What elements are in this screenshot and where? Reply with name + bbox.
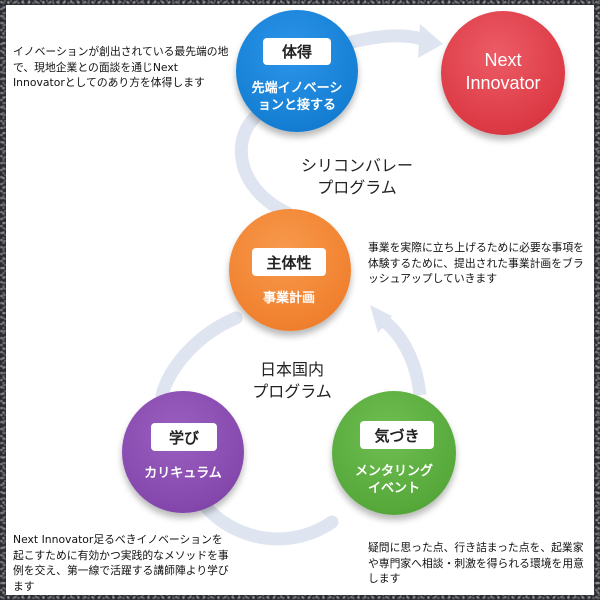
node-taitoku-subtitle: 先端イノベーションと接する (251, 81, 343, 113)
arrow-taitoku-to-next-innovator (343, 29, 428, 51)
arrowhead-next-innovator (418, 24, 443, 58)
program-japan-label: 日本国内 プログラム (232, 359, 352, 403)
arrow-kizuki-to-shutaisei (376, 312, 427, 396)
arrowhead-shutaisei (370, 305, 392, 333)
node-shutaisei-title: 主体性 (252, 248, 326, 276)
node-taitoku (236, 10, 358, 132)
node-next-innovator (441, 11, 565, 135)
arrow-shutaisei-to-taitoku (234, 105, 294, 220)
program-silicon-valley-line2: プログラム (317, 178, 397, 197)
next-innovator-line1: Next (484, 50, 522, 70)
node-kizuki-subtitle-line2: イベント (367, 481, 420, 496)
note-manabi: Next Innovator足るべきイノベーションを起こすために有効かつ実践的な… (13, 533, 229, 593)
node-kizuki-subtitle: メンタリング イベント (338, 463, 450, 497)
node-manabi (122, 391, 244, 513)
program-japan-line2: プログラム (252, 382, 332, 401)
node-taitoku-title: 体得 (263, 38, 331, 65)
node-kizuki (332, 391, 456, 515)
program-silicon-valley-label: シリコンバレー プログラム (292, 155, 422, 199)
node-kizuki-title: 気づき (360, 421, 434, 449)
arrow-shutaisei-to-manabi (155, 311, 243, 402)
node-manabi-subtitle: カリキュラム (144, 466, 222, 481)
node-shutaisei-subtitle: 事業計画 (262, 291, 315, 306)
node-next-innovator-label: Next Innovator (441, 49, 565, 95)
note-kizuki: 疑問に思った点、行き詰まった点を、起業家や専門家へ相談・刺激を得られる環境を用意… (368, 541, 584, 585)
program-japan-line1: 日本国内 (259, 360, 324, 379)
node-kizuki-subtitle-line1: メンタリング (354, 464, 433, 479)
program-silicon-valley-line1: シリコンバレー (300, 156, 413, 175)
arrow-manabi-to-kizuki (198, 499, 339, 546)
note-taitoku: イノベーションが創出されている最先端の地で、現地企業との面談を通じNext In… (13, 45, 229, 89)
next-innovator-line2: Innovator (465, 73, 541, 93)
note-shutaisei: 事業を実際に立ち上げるために必要な事項を体験するために、提出された事業計画をブラ… (368, 241, 584, 285)
node-manabi-title: 学び (151, 423, 217, 451)
